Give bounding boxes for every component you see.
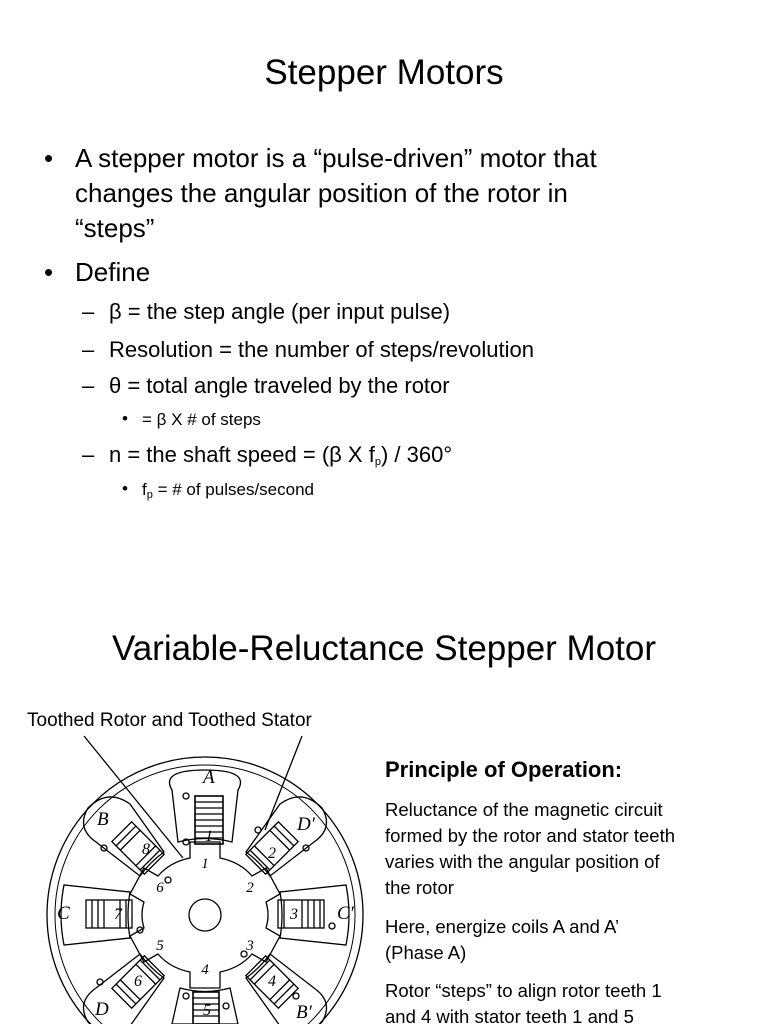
- coil-d: [110, 954, 166, 1010]
- bullet-define: • Define: [44, 255, 151, 290]
- sub-item-text: n = the shaft speed = (β X f: [109, 442, 375, 467]
- stator-tooth-number: 4: [268, 973, 276, 990]
- label-phase-d-prime: D′: [296, 814, 316, 835]
- sub-item-text: θ = total angle traveled by the rotor: [109, 373, 450, 398]
- diagram-label: Toothed Rotor and Toothed Stator: [27, 710, 312, 731]
- dash-marker: –: [82, 337, 95, 362]
- bullet-text: Define: [75, 257, 151, 287]
- stator-tooth-number: 5: [203, 1002, 211, 1019]
- coil-b: [110, 820, 166, 876]
- subscript: p: [146, 489, 153, 501]
- paragraph-line: Here, energize coils A and A’: [385, 916, 620, 937]
- stator-pole-b-prime: [245, 953, 328, 1024]
- bullet-line: A stepper motor is a “pulse-driven” moto…: [75, 143, 597, 173]
- label-phase-d: D: [94, 999, 109, 1020]
- sub-item-theta: – θ = total angle traveled by the rotor: [82, 372, 450, 400]
- stator-tooth-number: 1: [205, 828, 213, 845]
- paragraph-line: formed by the rotor and stator teeth: [385, 825, 675, 846]
- coil-b-prime: [244, 954, 300, 1010]
- paragraph-line: Rotor “steps” to align rotor teeth 1: [385, 980, 662, 1001]
- sub-item-beta: – β = the step angle (per input pulse): [82, 298, 451, 326]
- paragraph-line: (Phase A): [385, 942, 467, 963]
- stepper-motor-diagram: A B C D D′ C′ B′ 1 2 3 4 5 6 7 8 1 2 3 4…: [46, 735, 364, 1024]
- label-phase-b: B: [97, 809, 109, 830]
- paragraph-line: Reluctance of the magnetic circuit: [385, 799, 663, 820]
- sub-sub-item-text: = β X # of steps: [142, 410, 261, 429]
- bullet-pulse-driven: • A stepper motor is a “pulse-driven” mo…: [44, 141, 597, 246]
- dash-marker: –: [82, 373, 95, 398]
- coil-c: [85, 899, 144, 934]
- sub-item-text: β = the step angle (per input pulse): [109, 299, 451, 324]
- paragraph-line: the rotor: [385, 877, 454, 898]
- sub-sub-item-fp: • fp = # of pulses/second: [122, 479, 314, 501]
- sub-sub-item-text: f: [142, 480, 147, 499]
- dash-marker: –: [82, 299, 95, 324]
- stator-tooth-number: 7: [114, 906, 123, 923]
- label-phase-b-prime: B′: [296, 1002, 313, 1023]
- sub-item-shaft-speed: – n = the shaft speed = (β X fp) / 360°: [82, 441, 453, 469]
- rotor-tooth-number: 6: [156, 880, 164, 896]
- rotor-tooth-number: 4: [201, 962, 209, 978]
- stator-tooth-number: 8: [142, 841, 150, 858]
- bullet-marker: •: [44, 257, 54, 287]
- bullet-marker: •: [122, 479, 128, 498]
- bullet-marker: •: [44, 143, 54, 173]
- bullet-marker: •: [122, 409, 128, 428]
- rotor: [129, 841, 281, 989]
- stator-tooth-number: 2: [268, 845, 276, 862]
- slide2-title: Variable-Reluctance Stepper Motor: [111, 629, 657, 668]
- sub-item-text: Resolution = the number of steps/revolut…: [109, 337, 534, 362]
- motor-frame-outer: [46, 756, 364, 1024]
- coil-d-prime: [244, 820, 300, 876]
- label-phase-a: A: [201, 767, 215, 788]
- rotor-shaft: [188, 898, 222, 932]
- paragraph-line: varies with the angular position of: [385, 851, 660, 872]
- label-phase-c: C: [57, 903, 70, 924]
- stator-pole-c: [60, 884, 131, 946]
- principle-paragraph-2: Here, energize coils A and A’ (Phase A): [385, 914, 755, 966]
- stator-pole-b: [82, 796, 165, 877]
- dash-marker: –: [82, 442, 95, 467]
- stator-tooth-number: 6: [134, 973, 142, 990]
- pointer-line-rotor: [83, 735, 184, 859]
- coil-c-prime: [277, 899, 336, 930]
- coil-a: [182, 792, 224, 846]
- sub-item-resolution: – Resolution = the number of steps/revol…: [82, 336, 534, 364]
- bullet-line: changes the angular position of the roto…: [75, 178, 568, 208]
- sub-sub-item-text: = # of pulses/second: [152, 480, 314, 499]
- rotor-tooth-number: 2: [246, 880, 254, 896]
- pointer-line-stator: [264, 735, 303, 831]
- stator-pole-d-prime: [245, 796, 328, 877]
- motor-frame-inner: [54, 764, 356, 1024]
- slide1-title: Stepper Motors: [264, 53, 504, 92]
- stator-tooth-number: 3: [289, 906, 298, 923]
- principle-paragraph-3: Rotor “steps” to align rotor teeth 1 and…: [385, 978, 755, 1030]
- principle-paragraph-1: Reluctance of the magnetic circuit forme…: [385, 797, 755, 901]
- stator-pole-a-prime: [171, 987, 239, 1024]
- sub-sub-item-theta: • = β X # of steps: [122, 409, 261, 431]
- rotor-tooth-number: 3: [245, 938, 254, 954]
- sub-item-text: ) / 360°: [380, 442, 453, 467]
- principle-heading: Principle of Operation:: [385, 757, 623, 782]
- bullet-line: “steps”: [75, 213, 155, 243]
- rotor-tooth-number: 5: [156, 938, 164, 954]
- label-phase-c-prime: C′: [337, 903, 355, 924]
- coil-a-prime: [182, 991, 230, 1024]
- paragraph-line: and 4 with stator teeth 1 and 5: [385, 1006, 634, 1027]
- stator-pole-d: [82, 953, 165, 1024]
- stator-pole-c-prime: [279, 884, 350, 946]
- subscript: p: [374, 456, 381, 468]
- rotor-tooth-number: 1: [201, 856, 209, 872]
